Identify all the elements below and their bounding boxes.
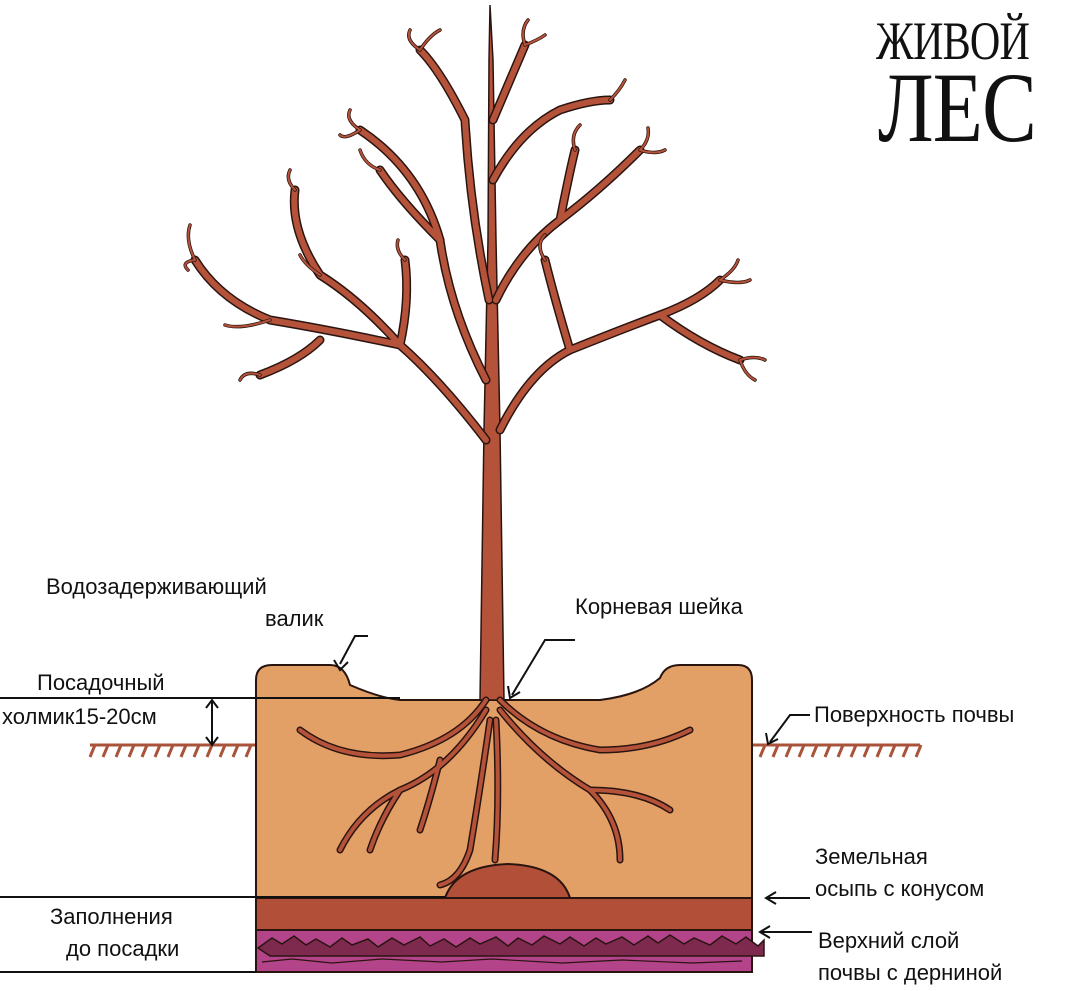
label-water-ridge-1: Водозадерживающий: [46, 574, 267, 599]
root-system: [296, 696, 694, 889]
logo-line2: ЛЕС: [878, 52, 1037, 163]
label-water-ridge-2: валик: [265, 606, 324, 631]
ground-surface-left: [88, 743, 258, 758]
sod-clumps: [256, 934, 765, 957]
soil-cone: [443, 862, 572, 899]
label-topsoil-2: почвы с дерниной: [818, 960, 1003, 985]
label-cone-1: Земельная: [815, 844, 928, 869]
label-cone-2: осыпь с конусом: [815, 876, 985, 901]
label-soil-surface: Поверхность почвы: [814, 702, 1015, 727]
label-mound-1: Посадочный: [37, 670, 165, 695]
label-root-collar: Корневая шейка: [575, 594, 743, 619]
label-fill-1: Заполнения: [50, 904, 173, 929]
tree-crown: [183, 18, 767, 445]
prefill-layer: [255, 897, 753, 931]
label-mound-2: холмик15-20см: [2, 704, 157, 729]
label-topsoil-1: Верхний слой: [818, 928, 960, 953]
sod-grass-line: [261, 958, 743, 964]
ground-surface-right: [752, 743, 923, 758]
logo-line1: ЖИВОЙ: [876, 11, 1030, 71]
trunk: [479, 4, 505, 701]
leader-lines: [0, 635, 812, 973]
label-fill-2: до посадки: [66, 936, 180, 961]
